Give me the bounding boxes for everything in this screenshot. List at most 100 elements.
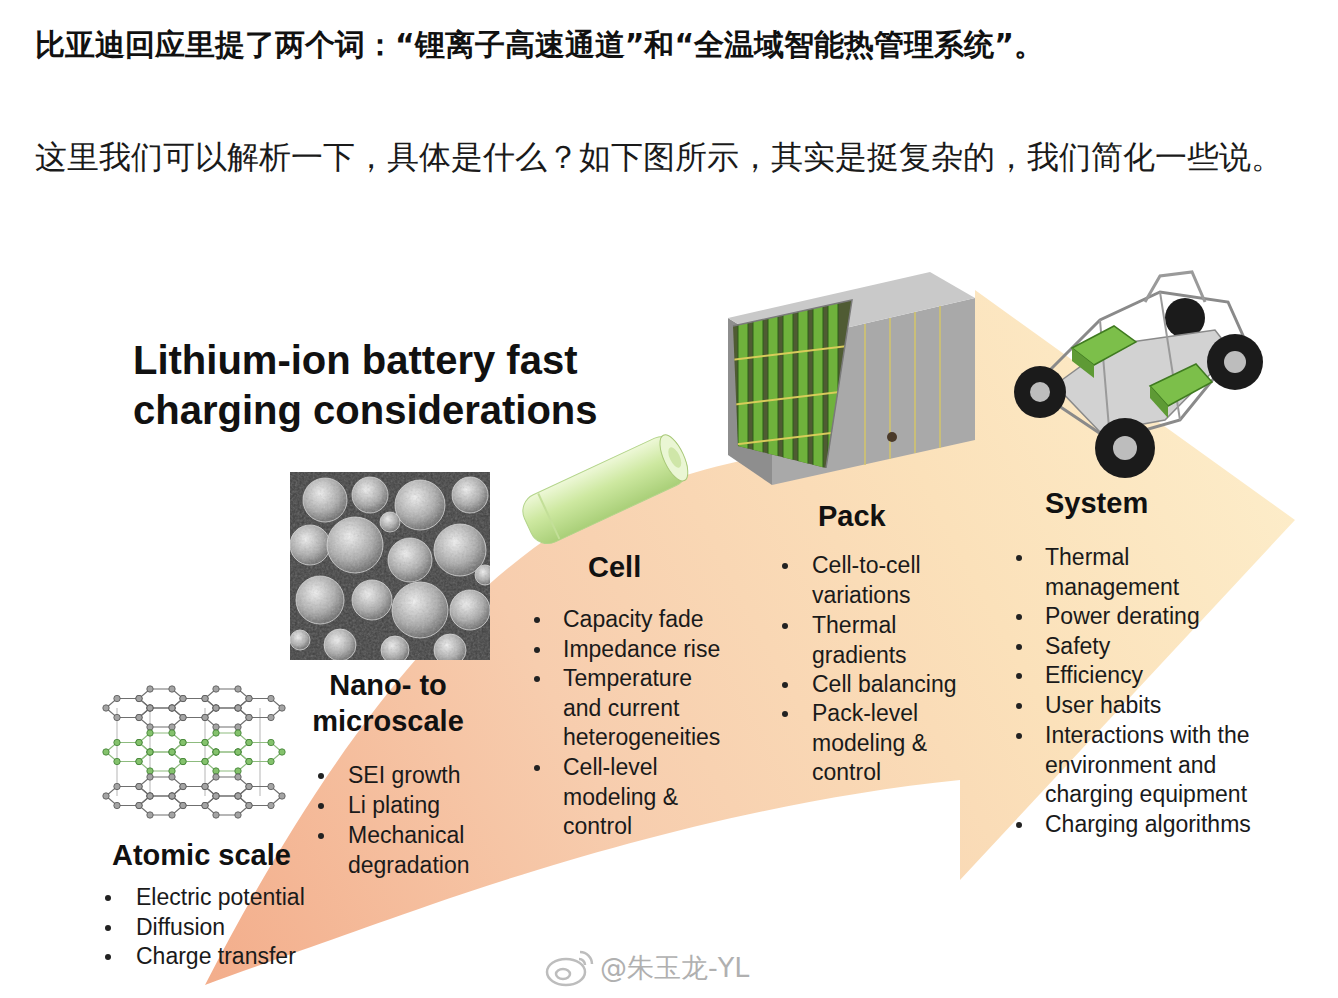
battery-pack-part-part (939, 306, 941, 448)
stage-heading: System (1045, 485, 1205, 521)
battery-pack-part-part (728, 290, 858, 480)
figure-title: Lithium-ion battery fast charging consid… (133, 335, 653, 435)
bullet-dot (105, 895, 111, 901)
bullet-dot (1016, 555, 1022, 561)
bullet-item-text: Efficiency (1045, 661, 1259, 691)
bullet-item-text: Charging algorithms (1045, 810, 1259, 840)
stage-heading: Pack (818, 498, 938, 534)
battery-pack-part-part (914, 312, 916, 453)
intro-text: 这里我们可以解析一下，具体是什么？如下图所示，其实是挺复杂的，我们简化一些说。 (35, 137, 1330, 177)
bullet-dot (782, 623, 788, 629)
bullet-dot (782, 682, 788, 688)
bullet-item-text: Charge transfer (136, 942, 336, 972)
cylindrical-cell-part (666, 445, 684, 469)
bullet-item-text: Safety (1045, 632, 1259, 662)
vehicle-chassis-part (1014, 366, 1066, 418)
weibo-logo (547, 952, 592, 985)
bullet-item: Safety (1045, 632, 1259, 662)
battery-pack-part (728, 290, 858, 480)
bullet-dot (318, 833, 324, 839)
vehicle-chassis-part (1150, 386, 1168, 418)
graphite-lattice-part (260, 708, 261, 796)
watermark-text: @朱玉龙-YL (600, 950, 840, 986)
bullet-item-text: Impedance rise (563, 635, 731, 665)
vehicle-chassis-part (1113, 436, 1137, 460)
vehicle-chassis-part (1072, 348, 1094, 378)
vehicle-chassis (1014, 272, 1263, 478)
bullet-item-text: Pack-level modeling & control (812, 699, 972, 788)
battery-pack-part-part-part (798, 300, 808, 475)
battery-pack-part-part-part (768, 300, 778, 475)
bullet-item: Diffusion (136, 913, 336, 943)
bullet-item: Thermal management (1045, 543, 1259, 602)
stage-heading-text: Pack (818, 498, 938, 534)
graphite-lattice-part (106, 733, 282, 771)
bullet-item-text: Li plating (348, 791, 488, 821)
bullet-item-text: Thermal gradients (812, 611, 972, 670)
bullet-dot (1016, 673, 1022, 679)
bullet-item-text: Temperature and current heterogeneities (563, 664, 731, 753)
bullet-item-text: Cell-to-cell variations (812, 551, 972, 610)
bullet-item: Efficiency (1045, 661, 1259, 691)
intro-text-text: 这里我们可以解析一下，具体是什么？如下图所示，其实是挺复杂的，我们简化一些说。 (35, 137, 1330, 177)
battery-pack-part (887, 432, 897, 442)
weibo-logo-part (579, 959, 585, 965)
stage-heading: Atomic scale (112, 837, 322, 873)
bullet-item-text: SEI growth (348, 761, 488, 791)
bullet-dot (534, 765, 540, 771)
cylindrical-cell (517, 430, 694, 549)
stage-heading-text: Cell (588, 549, 708, 585)
bullet-item-text: Capacity fade (563, 605, 731, 635)
battery-pack-part (772, 298, 975, 485)
sem-micrograph-part (290, 472, 490, 660)
battery-pack-part-part-part (783, 300, 793, 475)
bullet-dot (534, 647, 540, 653)
bullet-dot (318, 773, 324, 779)
bullet-item: Interactions with the environment and ch… (1045, 721, 1259, 810)
bullet-dot (1016, 614, 1022, 620)
stage-heading-text: Atomic scale (112, 837, 322, 873)
vehicle-chassis-part (1095, 418, 1155, 478)
bullet-dot (105, 954, 111, 960)
bullet-item-text: Cell balancing (812, 670, 972, 700)
bullet-item: Capacity fade (563, 605, 731, 635)
vehicle-chassis-part (1030, 382, 1050, 402)
bullet-item-text: Power derating (1045, 602, 1259, 632)
battery-pack-part-part-part (738, 300, 748, 475)
intro-heading: 比亚迪回应里提了两个词：“锂离子高速通道”和“全温域智能热管理系统”。 (35, 25, 1330, 65)
bullet-item-text: Diffusion (136, 913, 336, 943)
stage-heading-text: System (1045, 485, 1205, 521)
battery-pack-part-part-part (753, 300, 763, 475)
sem-micrograph-part (290, 472, 490, 660)
graphite-lattice-part (106, 777, 282, 815)
bullet-dot (782, 563, 788, 569)
cylindrical-cell-part (538, 494, 559, 539)
bullet-item-text: Electric potential (136, 883, 336, 913)
bullet-item-text: User habits (1045, 691, 1259, 721)
cylindrical-cell-part (517, 431, 693, 550)
bullet-dot (1016, 644, 1022, 650)
bullet-item-text: Interactions with the environment and ch… (1045, 721, 1259, 810)
bullet-item: User habits (1045, 691, 1259, 721)
bullet-item-text: Mechanical degradation (348, 821, 488, 880)
stage-heading: Nano- to microscale (298, 667, 478, 739)
bullet-item: Thermal gradients (812, 611, 972, 670)
bullet-item: Electric potential (136, 883, 336, 913)
figure-title-text: Lithium-ion battery fast charging consid… (133, 335, 653, 435)
graphite-lattice-part (205, 708, 206, 796)
graphite-lattice (106, 689, 282, 815)
vehicle-chassis-part (1207, 334, 1263, 390)
battery-pack (728, 272, 975, 485)
weibo-logo-part (580, 952, 592, 964)
battery-pack-part-part-part (730, 345, 856, 360)
bullet-dot (1016, 822, 1022, 828)
bullet-item: Pack-level modeling & control (812, 699, 972, 788)
bullet-item: Cell-level modeling & control (563, 753, 731, 842)
bullet-item-text: Thermal management (1045, 543, 1259, 602)
weibo-logo-part (547, 959, 585, 985)
watermark: @朱玉龙-YL (600, 950, 840, 986)
bullet-item: Mechanical degradation (348, 821, 488, 880)
bullet-dot (534, 617, 540, 623)
bullet-item: Li plating (348, 791, 488, 821)
